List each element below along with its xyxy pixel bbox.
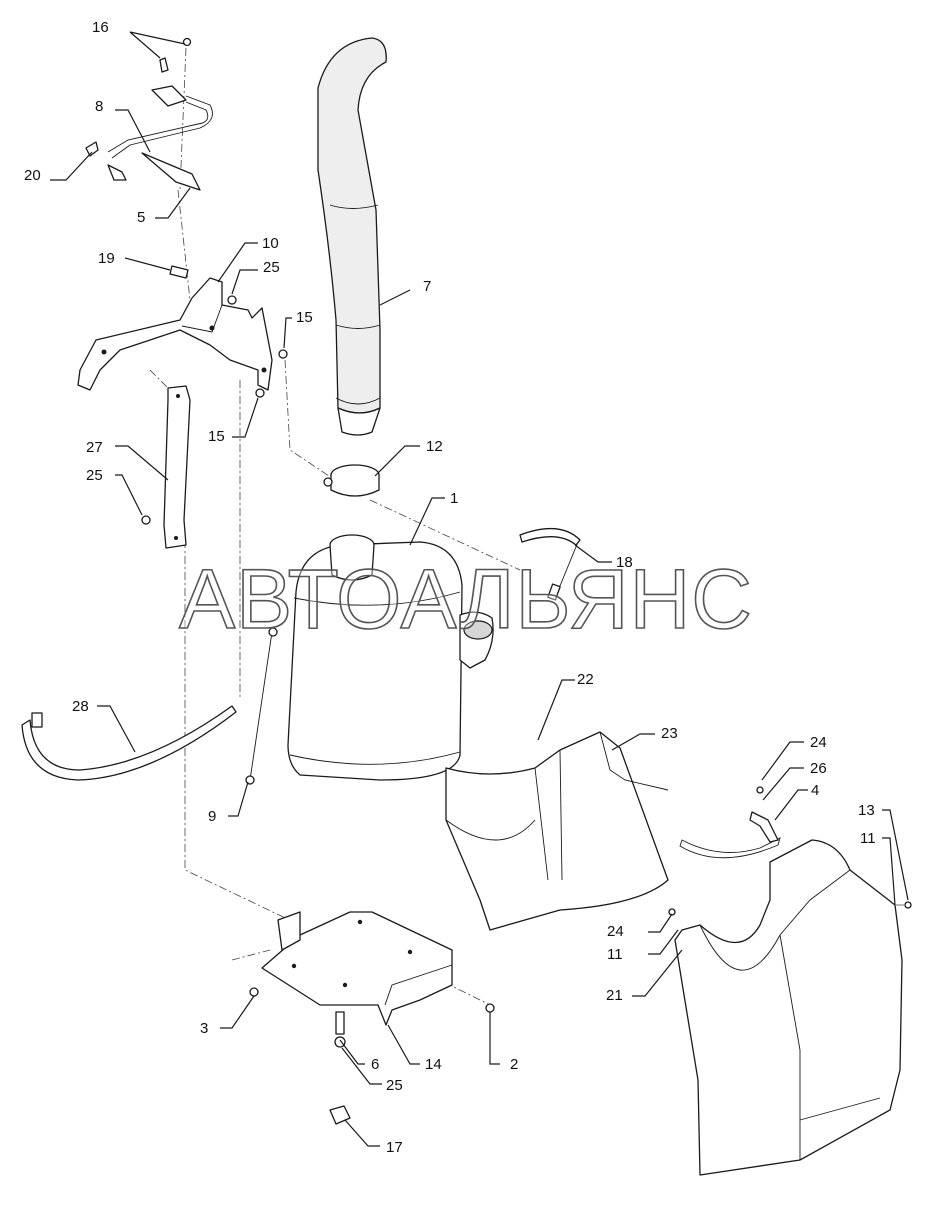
- muffler-strap: [519, 527, 581, 601]
- callout-25-lower: 25: [386, 1077, 403, 1094]
- callout-2: 2: [510, 1056, 518, 1073]
- watermark: АВТОАЛЬЯНС: [179, 552, 753, 646]
- callout-26: 26: [810, 760, 827, 777]
- support-rod: [245, 627, 278, 785]
- callout-25-strap: 25: [86, 467, 103, 484]
- vertical-strap: [141, 385, 191, 549]
- callout-13: 13: [858, 802, 875, 819]
- callout-24-lower: 24: [607, 923, 624, 940]
- callout-27: 27: [86, 439, 103, 456]
- callout-20: 20: [24, 167, 41, 184]
- callout-24-upper: 24: [810, 734, 827, 751]
- callout-23: 23: [661, 725, 678, 742]
- callout-15-upper: 15: [296, 309, 313, 326]
- callout-16: 16: [92, 19, 109, 36]
- callout-11-right: 11: [860, 830, 876, 847]
- pipe-clamp: [323, 464, 380, 497]
- callout-labels: 16 8 20 5 19 10 25 15 15 7 12 1 18 27 25…: [24, 19, 876, 1156]
- muffler: [287, 534, 494, 781]
- sensor-bracket-assembly: [85, 37, 213, 191]
- callout-14: 14: [425, 1056, 442, 1073]
- callout-22: 22: [577, 671, 594, 688]
- lower-bracket: [249, 911, 495, 1125]
- callout-15-lower: 15: [208, 428, 225, 445]
- callout-19: 19: [98, 250, 115, 267]
- leader-lines: [50, 31, 909, 1147]
- rear-heat-shield: [668, 786, 912, 1176]
- callout-7: 7: [423, 278, 431, 295]
- front-heat-shield: [445, 731, 669, 931]
- callout-1: 1: [450, 490, 458, 507]
- callout-18: 18: [616, 554, 633, 571]
- callout-4: 4: [811, 782, 819, 799]
- callout-10: 10: [262, 235, 279, 252]
- callout-12: 12: [426, 438, 443, 455]
- callout-6: 6: [371, 1056, 379, 1073]
- lower-strap: [21, 705, 237, 781]
- upper-mounting-bracket: [77, 265, 288, 398]
- callout-3: 3: [200, 1020, 208, 1037]
- callout-5: 5: [137, 209, 145, 226]
- exhaust-pipe: [317, 37, 387, 436]
- callout-11-left: 11: [607, 946, 623, 963]
- callout-25-upper: 25: [263, 259, 280, 276]
- callout-9: 9: [208, 808, 216, 825]
- callout-28: 28: [72, 698, 89, 715]
- callout-8: 8: [95, 98, 103, 115]
- callout-21: 21: [606, 987, 623, 1004]
- callout-17: 17: [386, 1139, 403, 1156]
